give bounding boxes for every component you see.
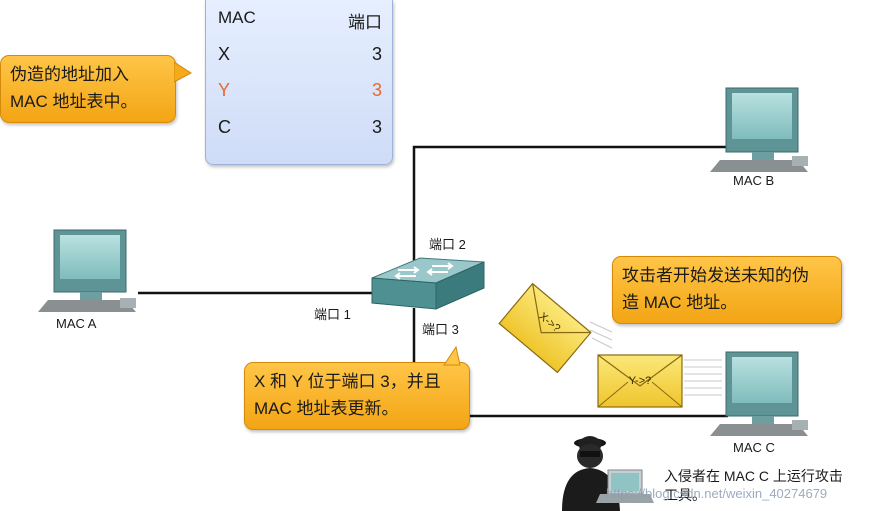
callout-line: MAC 地址表中。 xyxy=(10,92,138,111)
callout-line: 伪造的地址加入 xyxy=(10,65,129,84)
host-b-label: MAC B xyxy=(733,173,775,188)
motion-trails xyxy=(589,321,722,396)
row-port: 3 xyxy=(371,117,382,137)
callout-line: 攻击者开始发送未知的伪 xyxy=(622,266,809,285)
table-header: MAC 端口 xyxy=(218,8,382,34)
link-mac-b xyxy=(412,145,728,272)
host-c-label: MAC C xyxy=(733,440,775,455)
intruder-note-line: 入侵者在 MAC C 上运行攻击 xyxy=(664,468,843,484)
computer-b-icon xyxy=(710,87,808,172)
callout-line: 造 MAC 地址。 xyxy=(622,293,738,312)
intruder-note-line: 工具。 xyxy=(664,487,706,503)
header-port: 端口 xyxy=(348,13,382,32)
callout-xy-port: X 和 Y 位于端口 3，并且 MAC 地址表更新。 xyxy=(244,362,470,430)
row-port: 3 xyxy=(371,80,382,100)
mac-address-table: MAC 端口 X 3 Y 3 C 3 xyxy=(205,0,393,165)
table-row: C 3 xyxy=(218,117,382,143)
switch-icon xyxy=(371,257,485,310)
row-mac: Y xyxy=(218,80,231,100)
intruder-icon xyxy=(562,436,654,511)
callout-pointer xyxy=(174,61,192,83)
callout-attack-start: 攻击者开始发送未知的伪 造 MAC 地址。 xyxy=(612,256,842,324)
port-2-label: 端口 2 xyxy=(429,237,466,252)
intruder-note: 入侵者在 MAC C 上运行攻击 工具。 xyxy=(664,467,843,505)
host-a-label: MAC A xyxy=(56,316,97,331)
table-row-highlighted: Y 3 xyxy=(218,80,382,106)
port-3-label: 端口 3 xyxy=(422,322,459,337)
callout-fake-address: 伪造的地址加入 MAC 地址表中。 xyxy=(0,55,176,123)
computer-a-icon xyxy=(38,229,136,312)
envelope-x-icon: X->? xyxy=(498,282,592,374)
header-mac: MAC xyxy=(218,8,256,27)
callout-pointer xyxy=(443,346,461,366)
envelope-y-icon: Y->? xyxy=(597,354,683,408)
port-1-label: 端口 1 xyxy=(314,307,351,322)
watermark: https://blog.csdn.net/weixin_40274679 xyxy=(606,486,828,501)
callout-line: MAC 地址表更新。 xyxy=(254,399,399,418)
envelope-y-label: Y->? xyxy=(629,375,652,387)
row-mac: X xyxy=(218,44,231,64)
table-row: X 3 xyxy=(218,44,382,70)
row-port: 3 xyxy=(371,44,382,64)
callout-line: X 和 Y 位于端口 3，并且 xyxy=(254,372,441,391)
row-mac: C xyxy=(218,117,231,137)
computer-c-icon xyxy=(710,351,808,436)
